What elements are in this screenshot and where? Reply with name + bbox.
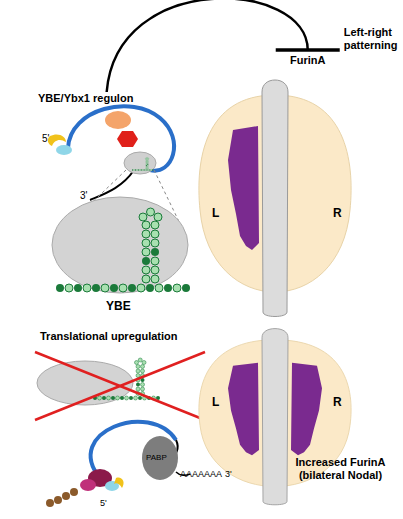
cap [48,134,66,146]
ybx1-zoom [52,197,188,293]
node-text: FurinA [290,54,325,67]
inhibition-arc [107,0,340,92]
edge-label: Left-right patterning [344,26,403,52]
mrna-loop [68,106,174,170]
label: AAAAAAA [180,469,222,480]
node-text: YBE/Ybx1 regulon [38,92,133,105]
label: PABP [146,453,167,463]
label: R [333,206,342,220]
label: 5' [42,133,49,145]
cap-binding [56,145,72,155]
factor [105,111,131,129]
factor [117,131,138,147]
mrna-tail [90,170,134,200]
label: 3' [225,469,232,480]
label: Increased FurinA (bilateral Nodal) [283,456,398,482]
text-node: FurinA [290,54,325,67]
label: 5' [100,498,107,509]
pabp [142,436,178,480]
label: L [212,395,219,409]
text-node: YBE/Ybx1 regulon [38,92,133,105]
label: YBE [106,299,131,313]
ybx1 [124,152,156,174]
label: Translational upregulation [40,330,178,343]
label: R [333,395,342,409]
label: 3' [80,190,87,202]
label: L [212,206,219,220]
